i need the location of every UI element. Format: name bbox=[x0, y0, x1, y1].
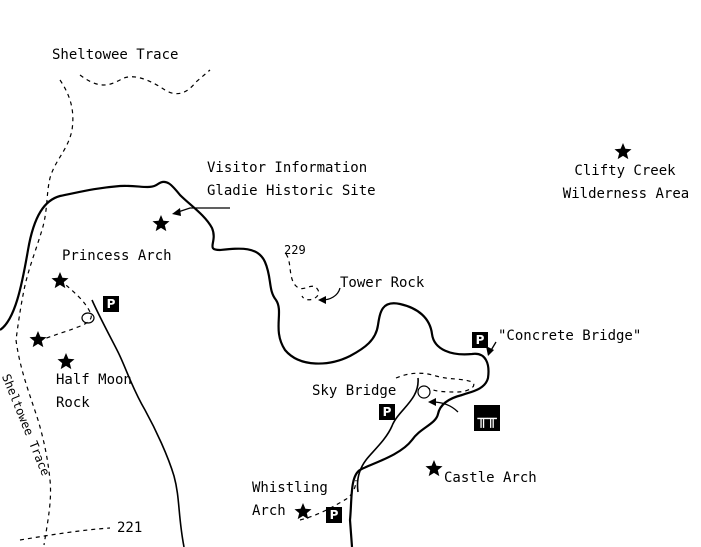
princess-arch-trail bbox=[35, 279, 92, 343]
pointer-heads bbox=[172, 208, 494, 406]
creek-line bbox=[0, 180, 490, 547]
sky-bridge-arrowhead bbox=[428, 398, 436, 406]
star-icon bbox=[51, 272, 69, 289]
sheltowee-trace-north bbox=[15, 79, 74, 341]
sky-bridge-trail bbox=[395, 372, 475, 393]
rock-label: Rock bbox=[56, 395, 90, 411]
tower-rock-arrowhead bbox=[318, 296, 326, 304]
arch-label: Arch bbox=[252, 503, 286, 519]
half-moon-label: Half Moon bbox=[56, 372, 132, 388]
picnic-area-icon: ╥╥ bbox=[474, 405, 500, 431]
route-229-trail bbox=[285, 253, 320, 301]
route-221-label: 221 bbox=[117, 520, 143, 536]
parking-loop bbox=[81, 312, 95, 324]
princess-arch-label: Princess Arch bbox=[62, 248, 172, 264]
concrete-bridge-label: "Concrete Bridge" bbox=[498, 328, 642, 344]
parking-icon: P bbox=[472, 332, 488, 348]
gladie-historic-site-label: Gladie Historic Site bbox=[207, 183, 376, 199]
visitor-arrowhead bbox=[172, 208, 181, 216]
star-icon bbox=[294, 503, 312, 520]
route-229-label: 229 bbox=[284, 243, 306, 257]
castle-arch-label: Castle Arch bbox=[444, 470, 537, 486]
sky-bridge-road bbox=[356, 377, 419, 493]
visitor-information-label: Visitor Information bbox=[207, 160, 368, 176]
river-branch-left bbox=[91, 299, 185, 547]
star-icon bbox=[57, 353, 75, 370]
parking-icon: P bbox=[379, 404, 395, 420]
sheltowee-trace-ne bbox=[79, 69, 211, 95]
sky-bridge-loop bbox=[417, 385, 431, 399]
concrete-bridge-arrowhead bbox=[486, 346, 494, 356]
tower-rock-label: Tower Rock bbox=[340, 275, 425, 291]
star-icon bbox=[614, 143, 632, 160]
parking-icon: P bbox=[326, 507, 342, 523]
sky-bridge-label: Sky Bridge bbox=[312, 383, 397, 399]
parking-icon: P bbox=[103, 296, 119, 312]
clifty-creek-label: Clifty Creek bbox=[574, 163, 676, 179]
route-221-trail bbox=[19, 527, 111, 541]
visitor-pointer bbox=[177, 207, 230, 213]
star-icon bbox=[425, 460, 443, 477]
stars bbox=[29, 143, 632, 520]
whistling-label: Whistling bbox=[252, 480, 328, 496]
wilderness-area-label: Wilderness Area bbox=[562, 186, 690, 202]
sheltowee-trace-label: Sheltowee Trace bbox=[52, 47, 179, 63]
star-icon bbox=[152, 215, 170, 232]
star-icon bbox=[29, 331, 47, 348]
lower-trail bbox=[299, 479, 357, 521]
trails bbox=[15, 69, 475, 546]
